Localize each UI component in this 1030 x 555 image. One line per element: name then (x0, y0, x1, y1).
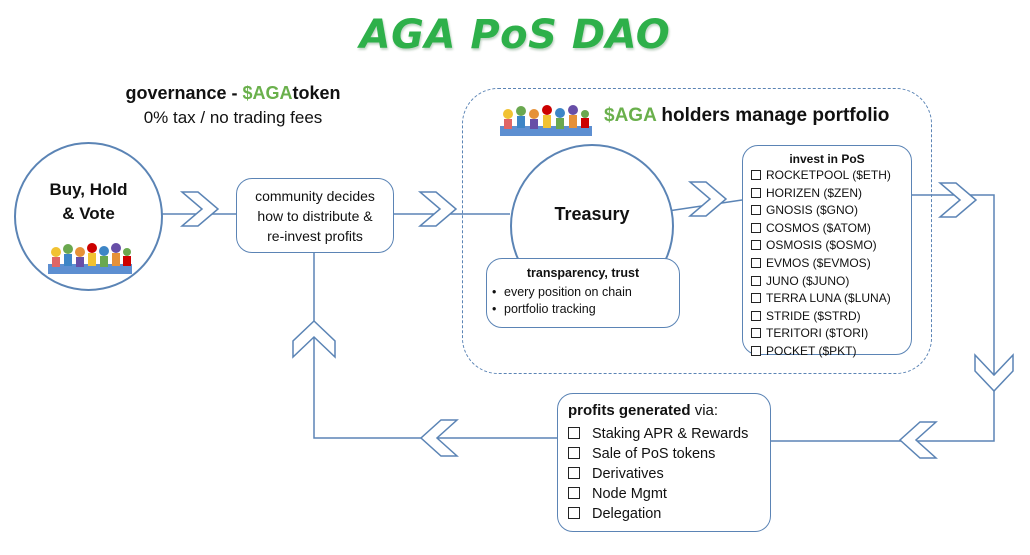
list-item: EVMOS ($EVMOS) (751, 255, 891, 273)
token-symbol: $AGA (242, 83, 293, 103)
list-item: COSMOS ($ATOM) (751, 220, 891, 238)
profits-title: profits generated via: (568, 402, 719, 419)
list-item: portfolio tracking (492, 301, 632, 318)
list-item: Staking APR & Rewards (568, 424, 748, 444)
chevron-left-icon (898, 421, 938, 459)
portfolio-heading: $AGA holders manage portfolio (604, 105, 890, 126)
list-item: STRIDE ($STRD) (751, 308, 891, 326)
list-item: Node Mgmt (568, 484, 748, 504)
chevron-up-icon (292, 319, 336, 359)
community-people-icon (48, 243, 132, 274)
transparency-title: transparency, trust (526, 266, 640, 280)
list-item: POCKET ($PKT) (751, 343, 891, 361)
checkbox-icon (751, 240, 761, 251)
invest-title: invest in PoS (789, 152, 865, 166)
chevron-right-icon (417, 191, 458, 227)
profits-list: Staking APR & Rewards Sale of PoS tokens… (568, 424, 748, 524)
fees-note: 0% tax / no trading fees (143, 108, 323, 127)
list-item: OSMOSIS ($OSMO) (751, 237, 891, 255)
chevron-left-icon (419, 419, 459, 457)
chevron-right-icon (687, 181, 728, 217)
holders-people-icon (500, 105, 592, 136)
token-symbol: $AGA (604, 105, 657, 126)
list-item: ROCKETPOOL ($ETH) (751, 167, 891, 185)
list-item: Delegation (568, 504, 748, 524)
invest-pos-box (742, 145, 912, 355)
checkbox-icon (751, 187, 761, 198)
checkbox-icon (568, 427, 580, 439)
page-title: AGA PoS DAO (359, 12, 671, 58)
list-item: every position on chain (492, 284, 632, 301)
list-item: GNOSIS ($GNO) (751, 202, 891, 220)
checkbox-icon (751, 222, 761, 233)
profits-box (557, 393, 771, 532)
checkbox-icon (751, 257, 761, 268)
checkbox-icon (751, 293, 761, 304)
list-item: Derivatives (568, 464, 748, 484)
checkbox-icon (568, 467, 580, 479)
chevron-right-icon (179, 191, 220, 227)
invest-list: ROCKETPOOL ($ETH) HORIZEN ($ZEN) GNOSIS … (751, 167, 891, 361)
checkbox-icon (751, 310, 761, 321)
list-item: TERITORI ($TORI) (751, 325, 891, 343)
list-item: JUNO ($JUNO) (751, 273, 891, 291)
governance-heading: governance - $AGAtoken (125, 83, 341, 103)
treasury-label: Treasury (554, 204, 630, 224)
checkbox-icon (568, 487, 580, 499)
list-item: Sale of PoS tokens (568, 444, 748, 464)
checkbox-icon (568, 447, 580, 459)
checkbox-icon (751, 205, 761, 216)
list-item: TERRA LUNA ($LUNA) (751, 290, 891, 308)
community-decides-label: community decides how to distribute & re… (255, 188, 375, 244)
community-decides-node (236, 178, 394, 253)
checkbox-icon (751, 345, 761, 356)
checkbox-icon (568, 507, 580, 519)
connector-profits-community (313, 251, 557, 439)
checkbox-icon (751, 275, 761, 286)
chevron-right-icon (937, 182, 978, 218)
list-item: HORIZEN ($ZEN) (751, 185, 891, 203)
checkbox-icon (751, 328, 761, 339)
connector-invest-profits (769, 194, 995, 442)
governance-block: governance - $AGAtoken 0% tax / no tradi… (98, 83, 368, 128)
portfolio-group (462, 88, 932, 374)
checkbox-icon (751, 170, 761, 180)
chevron-down-icon (974, 353, 1014, 393)
buy-hold-vote-label: Buy, Hold & Vote (49, 180, 128, 223)
transparency-list: every position on chain portfolio tracki… (492, 284, 632, 318)
